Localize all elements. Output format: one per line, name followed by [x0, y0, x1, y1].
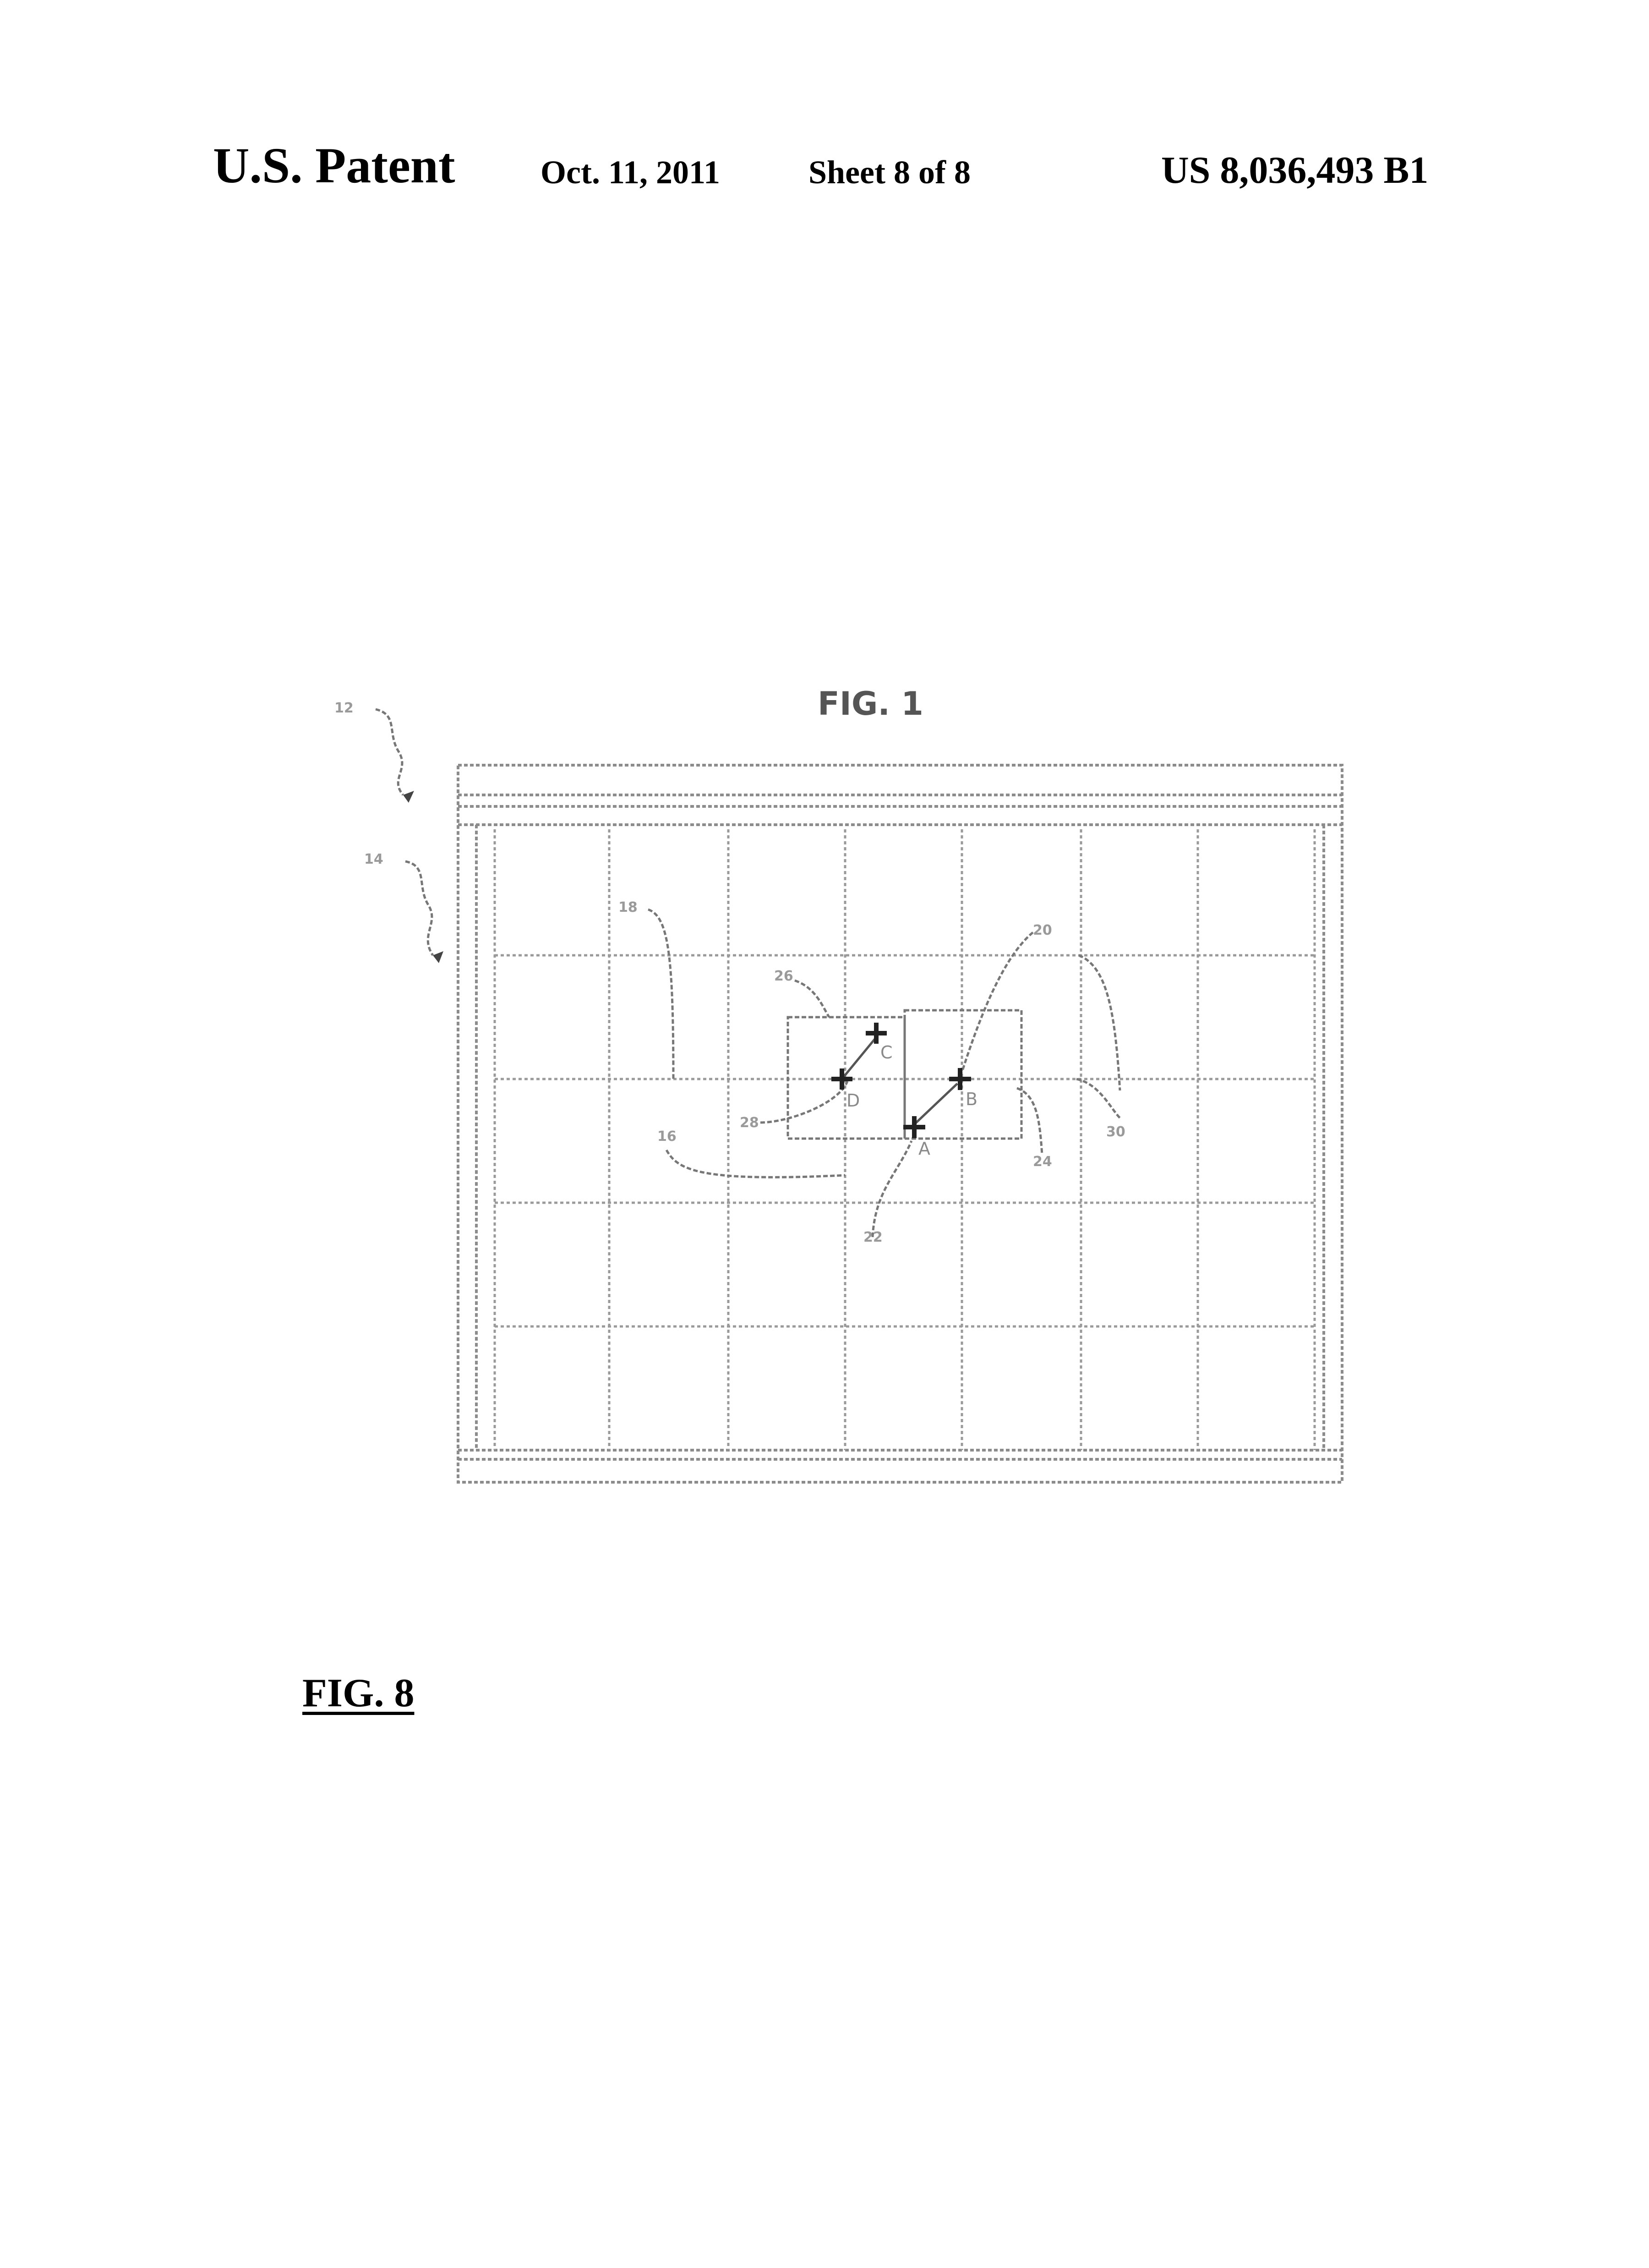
ref-numeral-14: 14	[364, 851, 383, 867]
leader-18	[648, 909, 673, 1079]
figure-label: FIG. 8	[302, 1673, 414, 1714]
leader-12	[376, 709, 403, 795]
arrowhead-14	[433, 951, 443, 963]
ref-numeral-28: 28	[740, 1115, 759, 1131]
arrowhead-12	[403, 791, 414, 803]
point-label-d: D	[846, 1090, 860, 1111]
ref-numeral-30: 30	[1106, 1124, 1125, 1140]
point-c-crosshair	[866, 1023, 887, 1044]
ref-numeral-12: 12	[334, 700, 354, 716]
leader-20b	[1079, 955, 1120, 1090]
ref-numeral-26: 26	[774, 968, 793, 984]
ref-numeral-20: 20	[1033, 922, 1052, 938]
ref-numeral-22: 22	[863, 1229, 883, 1245]
point-label-c: C	[880, 1042, 893, 1063]
leader-28	[760, 1081, 847, 1123]
line-a-b	[914, 1084, 957, 1125]
leader-20a	[962, 932, 1033, 1072]
leader-22	[873, 1141, 912, 1237]
line-d-c	[842, 1038, 876, 1079]
window-frame	[458, 765, 1342, 1482]
ref-numeral-18: 18	[618, 899, 638, 915]
leader-30	[1076, 1079, 1120, 1118]
point-label-b: B	[966, 1089, 977, 1109]
leader-16	[666, 1150, 845, 1177]
inner-figure-caption: FIG. 1	[818, 685, 923, 723]
point-label-a: A	[918, 1139, 930, 1159]
point-a-crosshair	[903, 1116, 925, 1138]
ref-numeral-24: 24	[1033, 1154, 1052, 1170]
leader-14	[405, 861, 433, 955]
leader-26	[795, 981, 829, 1017]
ref-numeral-16: 16	[657, 1129, 677, 1145]
